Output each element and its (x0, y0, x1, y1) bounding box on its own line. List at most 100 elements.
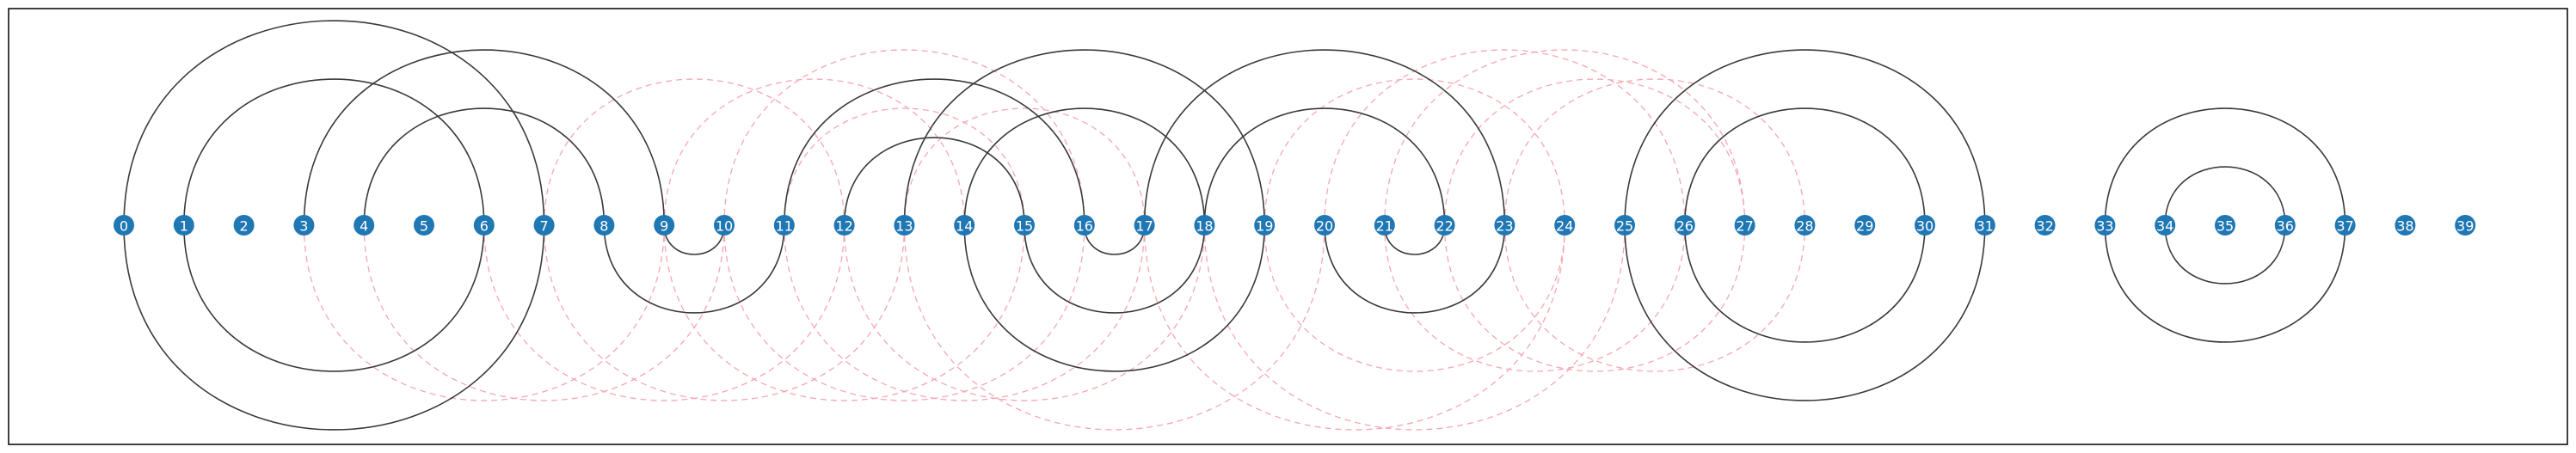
node-label: 34 (2156, 218, 2173, 235)
node-8: 8 (593, 215, 615, 236)
node-circle (2155, 215, 2176, 236)
node-circle (1554, 215, 1576, 236)
node-circle (1434, 215, 1455, 236)
node-circle (354, 215, 375, 236)
solid-arc-above-1-6 (183, 78, 485, 226)
node-19: 19 (1254, 215, 1276, 236)
node-circle (1374, 215, 1395, 236)
node-circle (1674, 215, 1695, 236)
node-circle (233, 215, 255, 236)
node-20: 20 (1314, 215, 1335, 236)
node-circle (1854, 215, 1876, 236)
node-label: 39 (2456, 218, 2474, 235)
node-circle (1194, 215, 1215, 236)
dashed-arc-below-21-26 (1384, 224, 1686, 372)
solid-arc-above-18-22 (1203, 107, 1446, 226)
node-circle (1614, 215, 1635, 236)
solid-arc-above-17-23 (1143, 49, 1506, 226)
node-6: 6 (473, 215, 495, 236)
node-label: 10 (716, 218, 733, 235)
plot-frame (8, 8, 2568, 445)
node-29: 29 (1854, 215, 1876, 236)
node-label: 3 (299, 218, 308, 235)
node-16: 16 (1073, 215, 1095, 236)
dashed-arc-below-12-18 (843, 224, 1206, 401)
node-circle (1014, 215, 1035, 236)
node-2: 2 (233, 215, 255, 236)
node-circle (894, 215, 915, 236)
node-label: 31 (1977, 218, 1994, 235)
node-label: 25 (1616, 218, 1633, 235)
dashed-arc-above-10-16 (723, 49, 1085, 226)
node-label: 13 (895, 218, 913, 235)
solid-arc-above-25-31 (1624, 49, 1986, 226)
node-label: 5 (420, 218, 428, 235)
dashed-arc-above-19-24 (1263, 78, 1565, 226)
node-circle (593, 215, 615, 236)
node-label: 9 (660, 218, 668, 235)
dashed-arc-above-7-12 (543, 78, 845, 226)
solid-arc-below-0-7 (123, 224, 545, 431)
node-4: 4 (354, 215, 375, 236)
node-label: 16 (1076, 218, 1093, 235)
dashed-arc-below-22-27 (1443, 224, 1746, 372)
node-37: 37 (2334, 215, 2356, 236)
dashed-arc-below-11-17 (784, 224, 1146, 401)
dashed-arc-layer (303, 49, 1806, 431)
solid-arc-above-12-15 (843, 137, 1025, 226)
node-label: 1 (180, 218, 188, 235)
solid-arc-above-33-37 (2104, 107, 2346, 226)
node-circle (1254, 215, 1276, 236)
node-1: 1 (173, 215, 194, 236)
dashed-arc-above-23-28 (1503, 78, 1806, 226)
dashed-arc-above-22-27 (1443, 78, 1746, 226)
node-22: 22 (1434, 215, 1455, 236)
node-23: 23 (1494, 215, 1515, 236)
solid-arc-below-9-10 (663, 224, 725, 255)
node-label: 22 (1436, 218, 1453, 235)
node-39: 39 (2455, 215, 2476, 236)
dashed-arc-below-18-25 (1203, 224, 1626, 431)
node-38: 38 (2395, 215, 2416, 236)
node-circle (414, 215, 434, 236)
node-7: 7 (533, 215, 555, 236)
node-label: 27 (1736, 218, 1753, 235)
dashed-arc-below-3-9 (303, 224, 665, 401)
node-label: 38 (2396, 218, 2413, 235)
node-label: 18 (1196, 218, 1213, 235)
solid-arc-above-14-18 (963, 107, 1206, 226)
node-label: 17 (1135, 218, 1153, 235)
node-label: 4 (360, 218, 368, 235)
node-circle (293, 215, 315, 236)
solid-arc-below-21-22 (1384, 224, 1446, 255)
node-circle (954, 215, 975, 236)
solid-arc-below-16-17 (1084, 224, 1146, 255)
node-label: 32 (2036, 218, 2053, 235)
solid-arc-below-25-31 (1624, 224, 1986, 401)
dashed-arc-below-13-20 (903, 224, 1325, 431)
dashed-arc-above-9-14 (663, 78, 965, 226)
node-circle (114, 215, 134, 236)
node-5: 5 (414, 215, 434, 236)
solid-arc-below-34-36 (2164, 224, 2286, 285)
node-circle (1734, 215, 1755, 236)
dashed-arc-below-9-15 (663, 224, 1025, 401)
node-circle (1494, 215, 1515, 236)
node-13: 13 (894, 215, 915, 236)
solid-arc-layer (123, 20, 2346, 431)
node-28: 28 (1794, 215, 1816, 236)
node-label: 20 (1316, 218, 1333, 235)
solid-arc-below-1-6 (183, 224, 485, 372)
node-3: 3 (293, 215, 315, 236)
node-circle (2274, 215, 2296, 236)
dashed-arc-below-17-24 (1143, 224, 1565, 431)
node-circle (1794, 215, 1816, 236)
node-circle (2334, 215, 2356, 236)
solid-arc-above-34-36 (2164, 166, 2286, 226)
node-0: 0 (114, 215, 134, 236)
dashed-arc-above-20-26 (1324, 49, 1686, 226)
solid-arc-below-26-30 (1684, 224, 1926, 343)
node-circle (2395, 215, 2416, 236)
node-circle (1134, 215, 1155, 236)
